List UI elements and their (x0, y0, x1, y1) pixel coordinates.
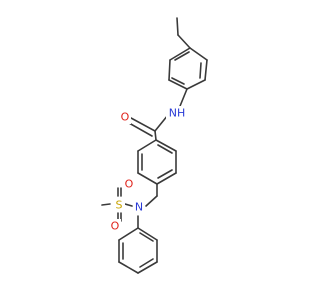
bond (130, 117, 156, 132)
bond (139, 232, 154, 242)
bond (204, 59, 208, 81)
amide-group (128, 88, 188, 141)
bond (154, 114, 169, 132)
phenyl-ring (118, 227, 158, 274)
atom-labels: NH O N S O O (109, 106, 186, 233)
bond (139, 258, 154, 268)
methylene-linker (145, 183, 158, 207)
bond (199, 62, 202, 79)
bond (168, 79, 188, 90)
amide-nh-label: NH (169, 107, 186, 120)
bond (137, 139, 157, 152)
central-benzene-ring (137, 139, 177, 185)
bond (168, 59, 171, 81)
bond (174, 51, 190, 61)
bond (155, 139, 177, 152)
bond (171, 77, 185, 85)
bond (186, 79, 206, 90)
carbonyl-oxygen-label: O (121, 111, 130, 124)
ethylphenyl-ring (168, 47, 208, 90)
sulfur-label: S (116, 199, 123, 212)
bond (157, 169, 173, 179)
bond (118, 227, 139, 241)
bond (137, 261, 158, 274)
ethyl-group (176, 17, 191, 49)
bond (145, 195, 158, 207)
sulfonyl-oxygen-bottom-label: O (111, 220, 120, 233)
bond (189, 47, 208, 61)
bond (177, 34, 191, 49)
bond (156, 172, 177, 185)
bond (124, 203, 133, 207)
molecule-diagram: NH O N S O O (101, 17, 208, 274)
structure-canvas: NH O N S O O (101, 17, 208, 274)
amine-nitrogen-label: N (135, 201, 143, 214)
bond (101, 203, 111, 206)
bond (169, 47, 191, 61)
bond (128, 122, 153, 137)
bond (157, 144, 173, 154)
bond (118, 261, 139, 274)
bond (137, 227, 158, 241)
bond (137, 172, 158, 185)
bond (154, 130, 157, 141)
bond (176, 17, 179, 36)
methanesulfonyl-group (101, 187, 133, 222)
sulfonyl-oxygen-top-label: O (125, 178, 134, 191)
